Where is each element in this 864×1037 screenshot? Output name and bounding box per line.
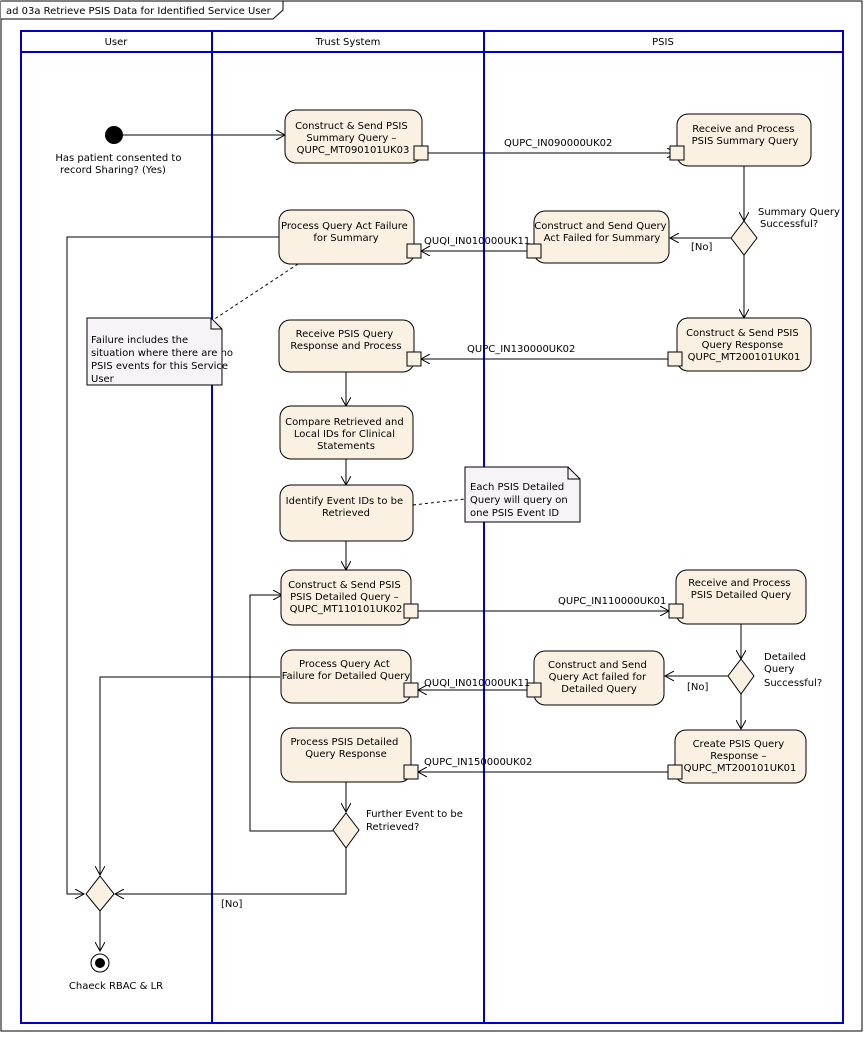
input-pin <box>403 682 419 698</box>
output-pin <box>667 764 683 780</box>
action-create-detailed-response[interactable] <box>674 729 807 784</box>
action-send-summary-response[interactable] <box>676 317 812 372</box>
action-compare-ids[interactable] <box>279 405 414 460</box>
action-identify-event-ids[interactable] <box>279 484 414 542</box>
action-label: Receive and Process PSIS Summary Query <box>692 124 799 147</box>
lane-label-trust-system: Trust System <box>315 37 381 48</box>
action-label: Create PSIS Query Response – QUPC_MT2001… <box>684 739 797 774</box>
flow-summary-failure-to-merge <box>66 236 280 894</box>
action-label: Construct & Send PSIS PSIS Detailed Quer… <box>288 580 404 615</box>
action-process-summary-failure[interactable] <box>278 209 415 265</box>
swimlane-frame <box>20 30 844 1024</box>
note-fold <box>567 467 580 480</box>
guard-label: [No] <box>691 242 713 253</box>
output-pin <box>667 351 683 367</box>
input-pin <box>403 764 419 780</box>
decision-label: Detailed Query Successful? <box>764 652 822 689</box>
message-label: QUPC_IN130000UK02 <box>467 344 575 355</box>
control-flows <box>66 135 744 951</box>
initial-node <box>105 126 123 144</box>
action-label: Receive PSIS Query Response and Process <box>290 329 401 352</box>
action-send-detailed-query[interactable] <box>280 569 412 626</box>
action-send-summary-failure[interactable] <box>533 210 670 264</box>
note-fold <box>210 318 222 330</box>
note-anchor <box>412 498 466 506</box>
input-pin <box>406 351 422 367</box>
output-pin <box>526 243 542 259</box>
output-pin <box>403 603 419 619</box>
action-label: Construct & Send PSIS Summary Query – QU… <box>295 121 411 156</box>
action-send-detailed-failure[interactable] <box>533 650 665 706</box>
frame-title: ad 03a Retrieve PSIS Data for Identified… <box>6 6 272 17</box>
flow-further-no-to-merge <box>115 848 347 894</box>
lane-label-user: User <box>105 37 129 48</box>
decision-detailed-successful <box>727 658 755 695</box>
action-label: Construct and Send Query Act Failed for … <box>534 221 670 244</box>
merge-node <box>85 875 115 912</box>
action-label: Receive and Process PSIS Detailed Query <box>688 578 793 601</box>
action-receive-query-response[interactable] <box>278 319 415 373</box>
action-receive-summary-query[interactable] <box>676 113 812 167</box>
note-text: Failure includes the situation where the… <box>91 335 236 385</box>
final-node-core <box>95 958 105 968</box>
message-label: QUPC_IN150000UK02 <box>424 757 532 768</box>
note-each-detailed-query <box>464 466 581 523</box>
action-label: Process Query Act Failure for Summary <box>281 221 411 244</box>
output-pin <box>526 682 542 698</box>
flow-detailed-failure-to-merge <box>100 676 280 875</box>
action-label: Process Query Act Failure for Detailed Q… <box>282 659 411 682</box>
lane-label-psis: PSIS <box>652 37 674 48</box>
guard-label: [No] <box>687 682 709 693</box>
note-text: Each PSIS Detailed Query will query on o… <box>470 482 571 519</box>
note-anchor <box>206 263 299 325</box>
decision-summary-successful <box>730 220 758 256</box>
decision-label: Further Event to be Retrieved? <box>366 809 466 833</box>
message-label: QUQI_IN010000UK11 <box>424 236 530 247</box>
input-pin <box>669 145 685 161</box>
flow-loop-back <box>249 595 333 832</box>
message-label: QUPC_IN090000UK02 <box>504 138 612 149</box>
decision-further-event <box>332 812 360 849</box>
action-label: Process PSIS Detailed Query Response <box>290 737 401 760</box>
start-label: Has patient consented to record Sharing?… <box>55 153 184 176</box>
message-label: QUPC_IN110000UK01 <box>558 596 666 607</box>
message-label: QUQI_IN010000UK11 <box>424 678 530 689</box>
note-failure-includes <box>86 317 223 386</box>
action-receive-detailed-query[interactable] <box>675 569 807 625</box>
input-pin <box>406 243 422 259</box>
frame-tab <box>1 0 284 20</box>
action-process-detailed-response[interactable] <box>280 727 412 783</box>
action-process-detailed-failure[interactable] <box>280 649 412 704</box>
output-pin <box>413 145 429 161</box>
end-label: Chaeck RBAC & LR <box>69 981 163 992</box>
action-send-summary-query[interactable] <box>284 109 423 164</box>
action-label: Construct & Send PSIS Query Response QUP… <box>686 328 802 363</box>
input-pin <box>668 603 684 619</box>
decision-label: Summary Query Successful? <box>758 207 843 230</box>
action-label: Compare Retrieved and Local IDs for Clin… <box>285 417 407 452</box>
guard-label: [No] <box>221 899 243 910</box>
action-label: Construct and Send Query Act failed for … <box>548 660 650 695</box>
action-label: Identify Event IDs to be Retrieved <box>286 496 407 519</box>
